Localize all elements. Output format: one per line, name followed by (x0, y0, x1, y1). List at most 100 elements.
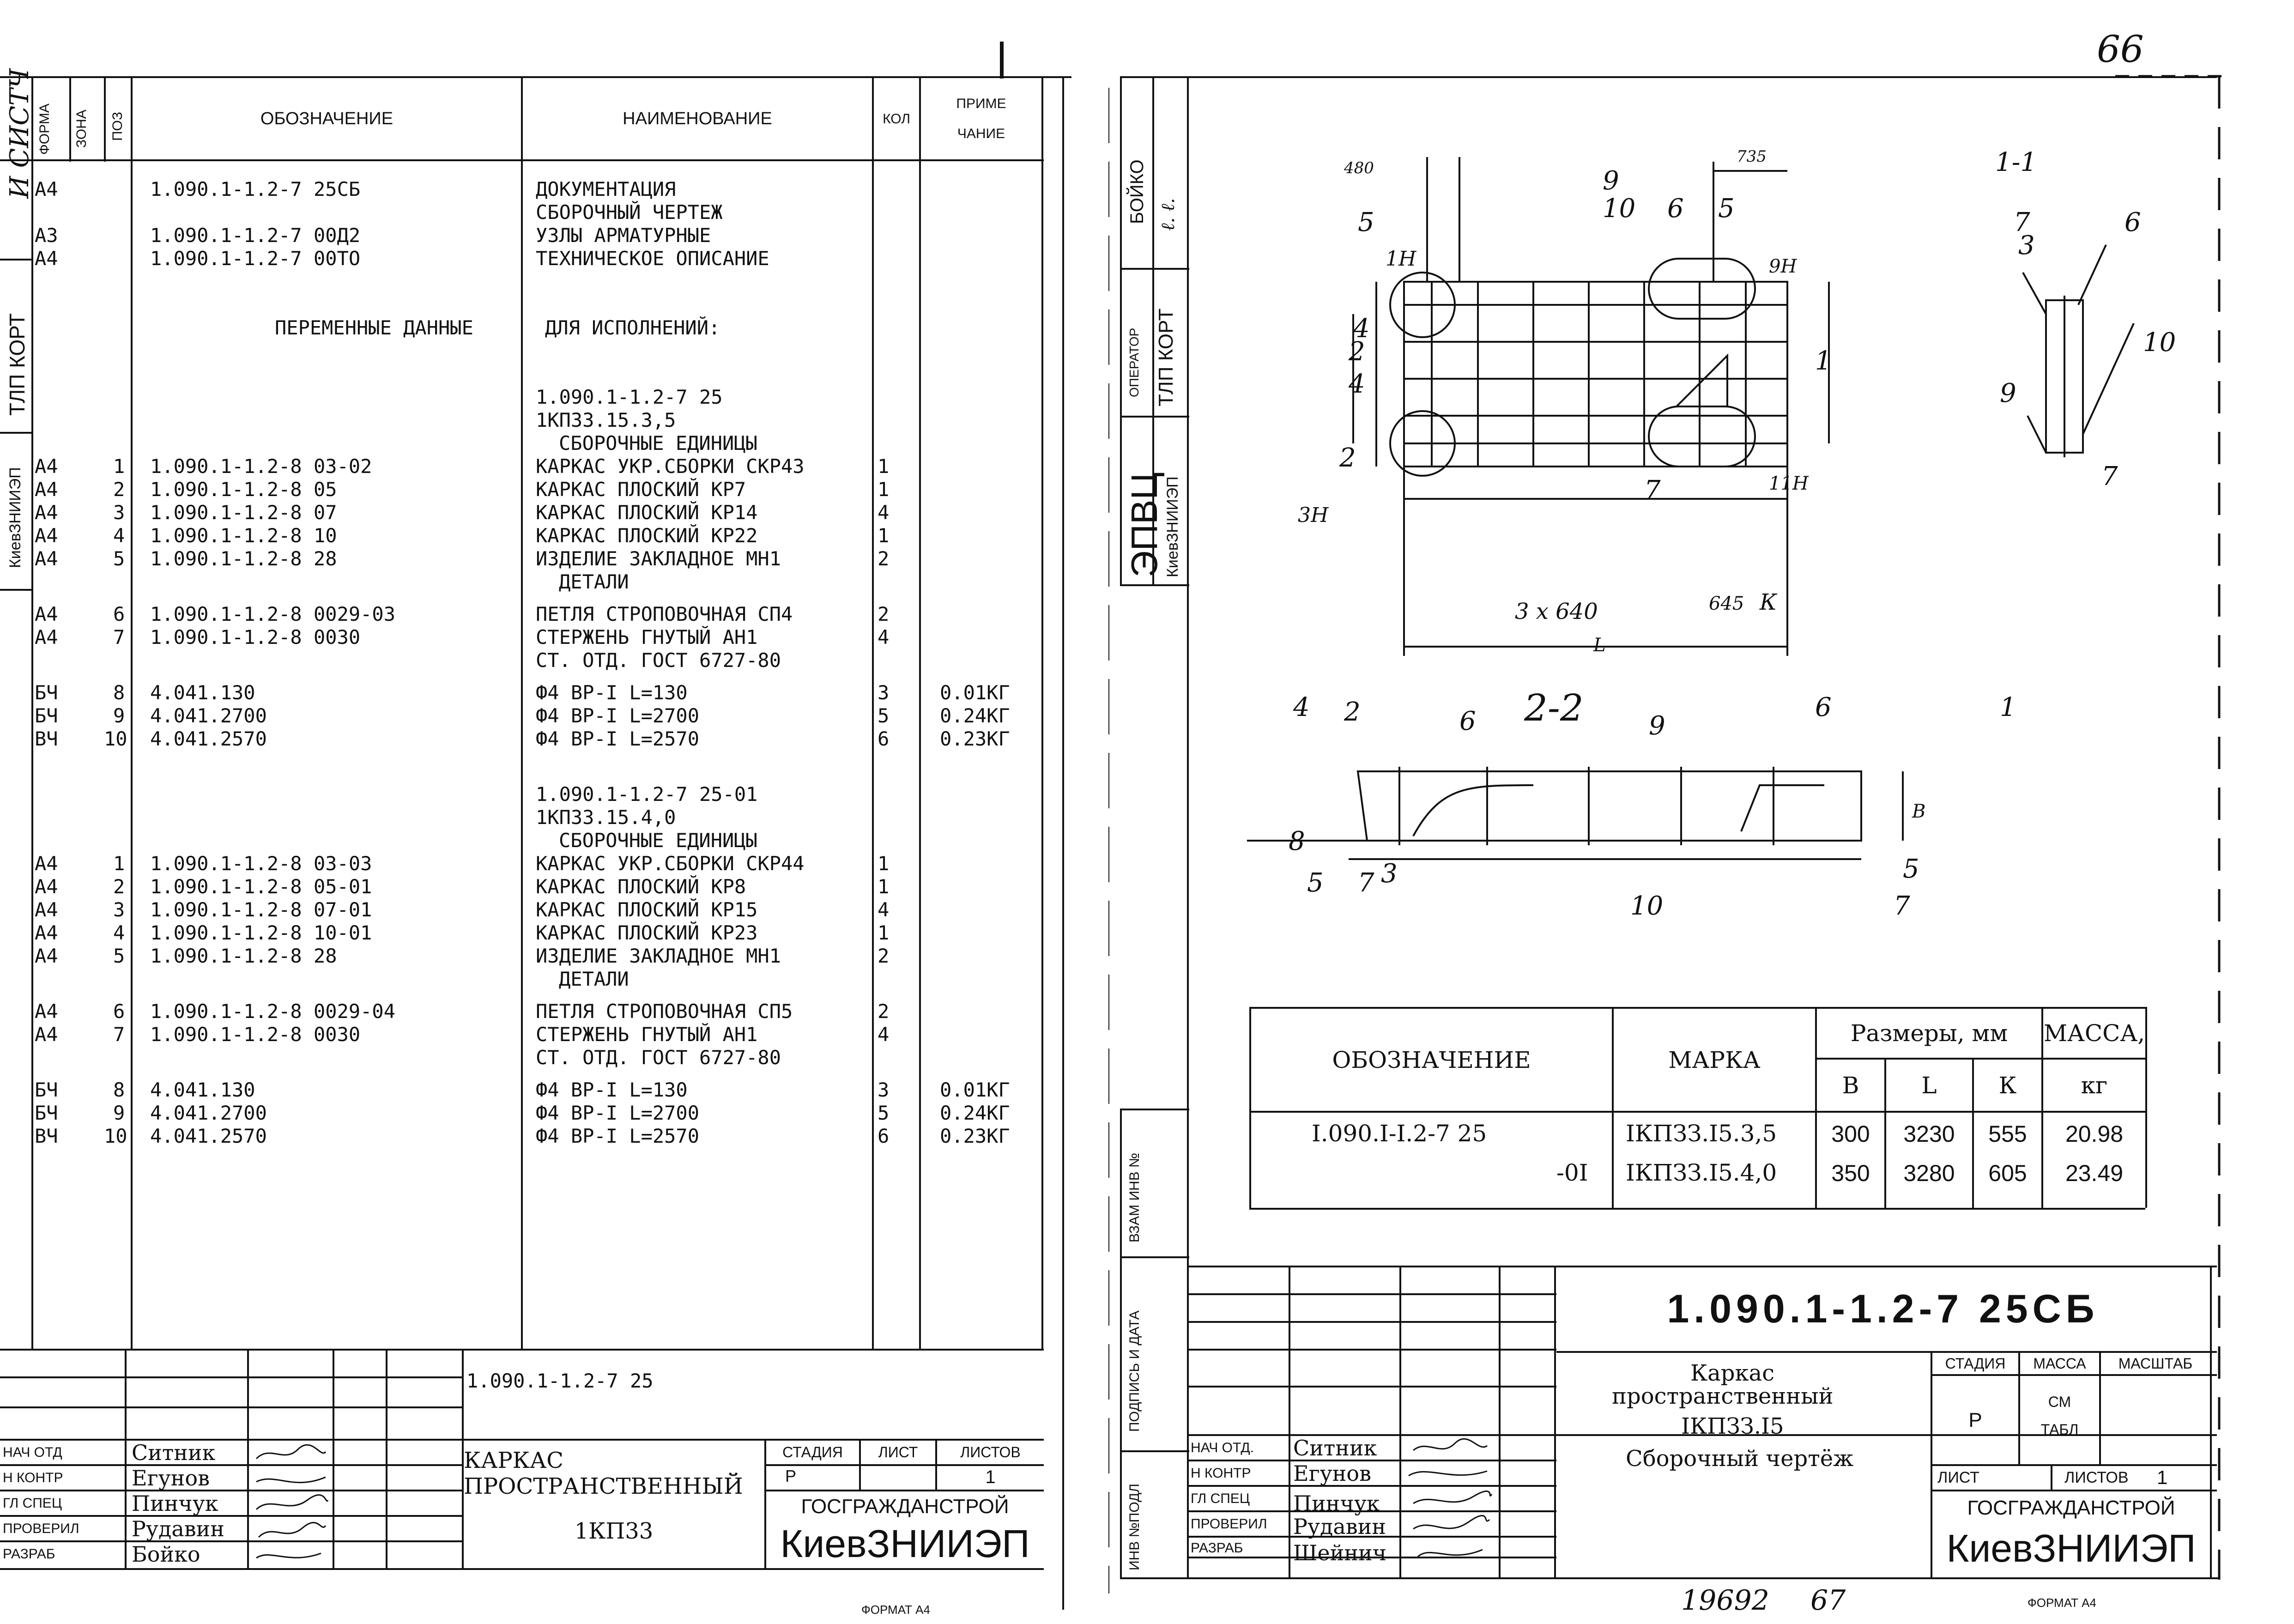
right-tb-sm: СМ (2048, 1393, 2071, 1410)
row-prime: 0.24КГ (940, 1102, 1010, 1124)
row-kol: 6 (878, 727, 890, 750)
svg-text:735: 735 (1737, 147, 1767, 166)
row-kol: 2 (878, 547, 890, 570)
row-forma: А4 (35, 875, 58, 898)
row-oboznachenie: 1.090.1-1.2-8 05-01 (150, 875, 372, 898)
spec-row2-oboz: -0I (1556, 1159, 1588, 1186)
row-kol: 2 (878, 945, 890, 967)
svg-text:11Н: 11Н (1769, 473, 1809, 494)
right-tb-role-1: НАЧ ОТД. (1191, 1440, 1254, 1455)
left-tb-org2: КиевЗНИИЭП (780, 1522, 1030, 1565)
spec-row1-l: 3230 (1903, 1121, 1955, 1147)
row-kol: 1 (878, 455, 890, 478)
row-oboznachenie: 1.090.1-1.2-7 00ТО (150, 247, 361, 270)
row-naimenovanie: КАРКАС УКР.СБОРКИ СКР43 (536, 455, 805, 478)
right-tb-name-2: пространственный (1612, 1383, 1834, 1409)
left-tb-code: 1.090.1-1.2-7 25 (466, 1369, 654, 1392)
row-forma: А4 (35, 603, 58, 625)
svg-text:1Н: 1Н (1386, 247, 1417, 271)
spec-h-kg: кг (2081, 1072, 2108, 1099)
left-tb-name-5: Бойко (132, 1542, 200, 1567)
col-prime: ПРИМЕ (956, 96, 1006, 111)
left-format: ФОРМАТ А4 (861, 1603, 930, 1617)
block1-head-mark: 1КП33.15.3,5 (536, 409, 676, 431)
row-oboznachenie: 1.090.1-1.2-8 10 (150, 524, 337, 547)
col-naimenovanie: НАИМЕНОВАНИЕ (623, 109, 772, 128)
svg-text:9: 9 (2000, 378, 2016, 408)
block2-head-mark: 1КП33.15.4,0 (536, 806, 676, 829)
row-kol: 4 (878, 1023, 890, 1046)
col-zona: ЗОНА (74, 109, 89, 148)
side-mark-tlp: ТЛП КОРТ (5, 313, 29, 416)
side-mark-kiev: КиевЗНИИЭП (6, 467, 24, 568)
bottom-handwritten-num2: 67 (1810, 1584, 1846, 1617)
right-format: ФОРМАТ А4 (2028, 1596, 2096, 1610)
spec-h-oboz: ОБОЗНАЧЕНИЕ (1332, 1046, 1531, 1073)
row-oboznachenie: 1.090.1-1.2-8 05 (150, 478, 337, 501)
row-prime: 0.01КГ (940, 681, 1010, 704)
col-kol: КОЛ (883, 111, 910, 127)
right-tb-code: 1.090.1-1.2-7 25СБ (1667, 1286, 2099, 1331)
left-tb-org1: ГОСГРАЖДАНСТРОЙ (801, 1495, 1009, 1518)
svg-text:3: 3 (1381, 859, 1398, 889)
row-forma: БЧ (35, 1102, 58, 1124)
row-poz: 3 (113, 501, 125, 524)
row-forma: А4 (35, 178, 58, 200)
right-tb-role-3: ГЛ СПЕЦ (1191, 1491, 1250, 1506)
right-tb-role-5: РАЗРАБ (1191, 1540, 1243, 1556)
row-kol: 6 (878, 1125, 890, 1147)
left-tb-role-4: ПРОВЕРИЛ (3, 1521, 79, 1536)
side-mark-signature: И СИСТЧ (5, 68, 35, 199)
row-naimenovanie: СТ. ОТД. ГОСТ 6727-80 (536, 1046, 781, 1069)
svg-text:8: 8 (1289, 826, 1305, 856)
svg-text:3: 3 (2018, 230, 2035, 261)
svg-text:2: 2 (1344, 697, 1361, 727)
row-naimenovanie: КАРКАС ПЛОСКИЙ КР14 (536, 501, 758, 524)
row-kol: 1 (878, 921, 890, 944)
right-tb-massa-label: МАССА (2033, 1355, 2086, 1372)
right-tb-tabl: ТАБЛ (2040, 1421, 2079, 1438)
row-oboznachenie: 1.090.1-1.2-8 03-02 (150, 455, 372, 478)
row-forma: А4 (35, 945, 58, 967)
row-naimenovanie: КАРКАС ПЛОСКИЙ КР15 (536, 898, 758, 921)
left-tb-stadia: Р (785, 1466, 797, 1485)
block1-head-code: 1.090.1-1.2-7 25 (536, 386, 723, 408)
side-label-podpis: ПОДПИСЬ И ДАТА (1127, 1310, 1142, 1432)
col-forma: ФОРМА (37, 103, 52, 155)
row-forma: ВЧ (35, 727, 58, 750)
spec-row2-marka: IКПЗЗ.I5.4,0 (1626, 1159, 1777, 1186)
right-tb-org2: КиевЗНИИЭП (1946, 1527, 2196, 1570)
row-oboznachenie: 1.090.1-1.2-7 25СБ (150, 178, 361, 200)
right-tb-signatures (1408, 1438, 1493, 1557)
row-kol: 5 (878, 1102, 890, 1124)
row-naimenovanie: ИЗДЕЛИЕ ЗАКЛАДНОЕ МН1 (536, 547, 781, 570)
right-tb-name-person-1: Ситник (1293, 1436, 1377, 1460)
row-naimenovanie: СБОРОЧНЫЙ ЧЕРТЕЖ (536, 201, 723, 224)
row-oboznachenie: 1.090.1-1.2-8 0030 (150, 626, 361, 648)
row-poz: 4 (113, 524, 125, 547)
row-kol: 4 (878, 501, 890, 524)
row-prime: 0.24КГ (940, 704, 1010, 727)
side-signature: ℓ. ℓ. (1157, 198, 1179, 231)
spec-row2-k: 605 (1988, 1160, 2027, 1186)
svg-text:10: 10 (2143, 327, 2176, 358)
svg-text:9: 9 (1649, 711, 1665, 741)
row-oboznachenie: 1.090.1-1.2-8 0029-03 (150, 603, 396, 625)
row-oboznachenie: 1.090.1-1.2-8 28 (150, 945, 337, 967)
left-tb-role-5: РАЗРАБ (3, 1546, 55, 1562)
row-oboznachenie: 4.041.130 (150, 681, 255, 704)
row-oboznachenie: 4.041.2570 (150, 1125, 267, 1147)
row-poz: 9 (113, 704, 125, 727)
right-tb-list-label: ЛИСТ (1937, 1469, 1979, 1486)
svg-text:3 x 640: 3 x 640 (1515, 599, 1598, 624)
left-tb-role-1: НАЧ ОТД (3, 1445, 62, 1460)
row-oboznachenie: 1.090.1-1.2-8 0030 (150, 1023, 361, 1046)
right-tb-listov-label: ЛИСТОВ (2064, 1469, 2129, 1486)
svg-text:6: 6 (1667, 194, 1684, 224)
svg-text:В: В (1912, 801, 1925, 822)
svg-text:2-2: 2-2 (1524, 686, 1584, 729)
svg-text:7: 7 (1894, 891, 1910, 921)
spec-row2-b: 350 (1831, 1160, 1870, 1186)
left-tb-mark: 1КП33 (574, 1518, 654, 1544)
row-poz: 1 (113, 852, 125, 875)
